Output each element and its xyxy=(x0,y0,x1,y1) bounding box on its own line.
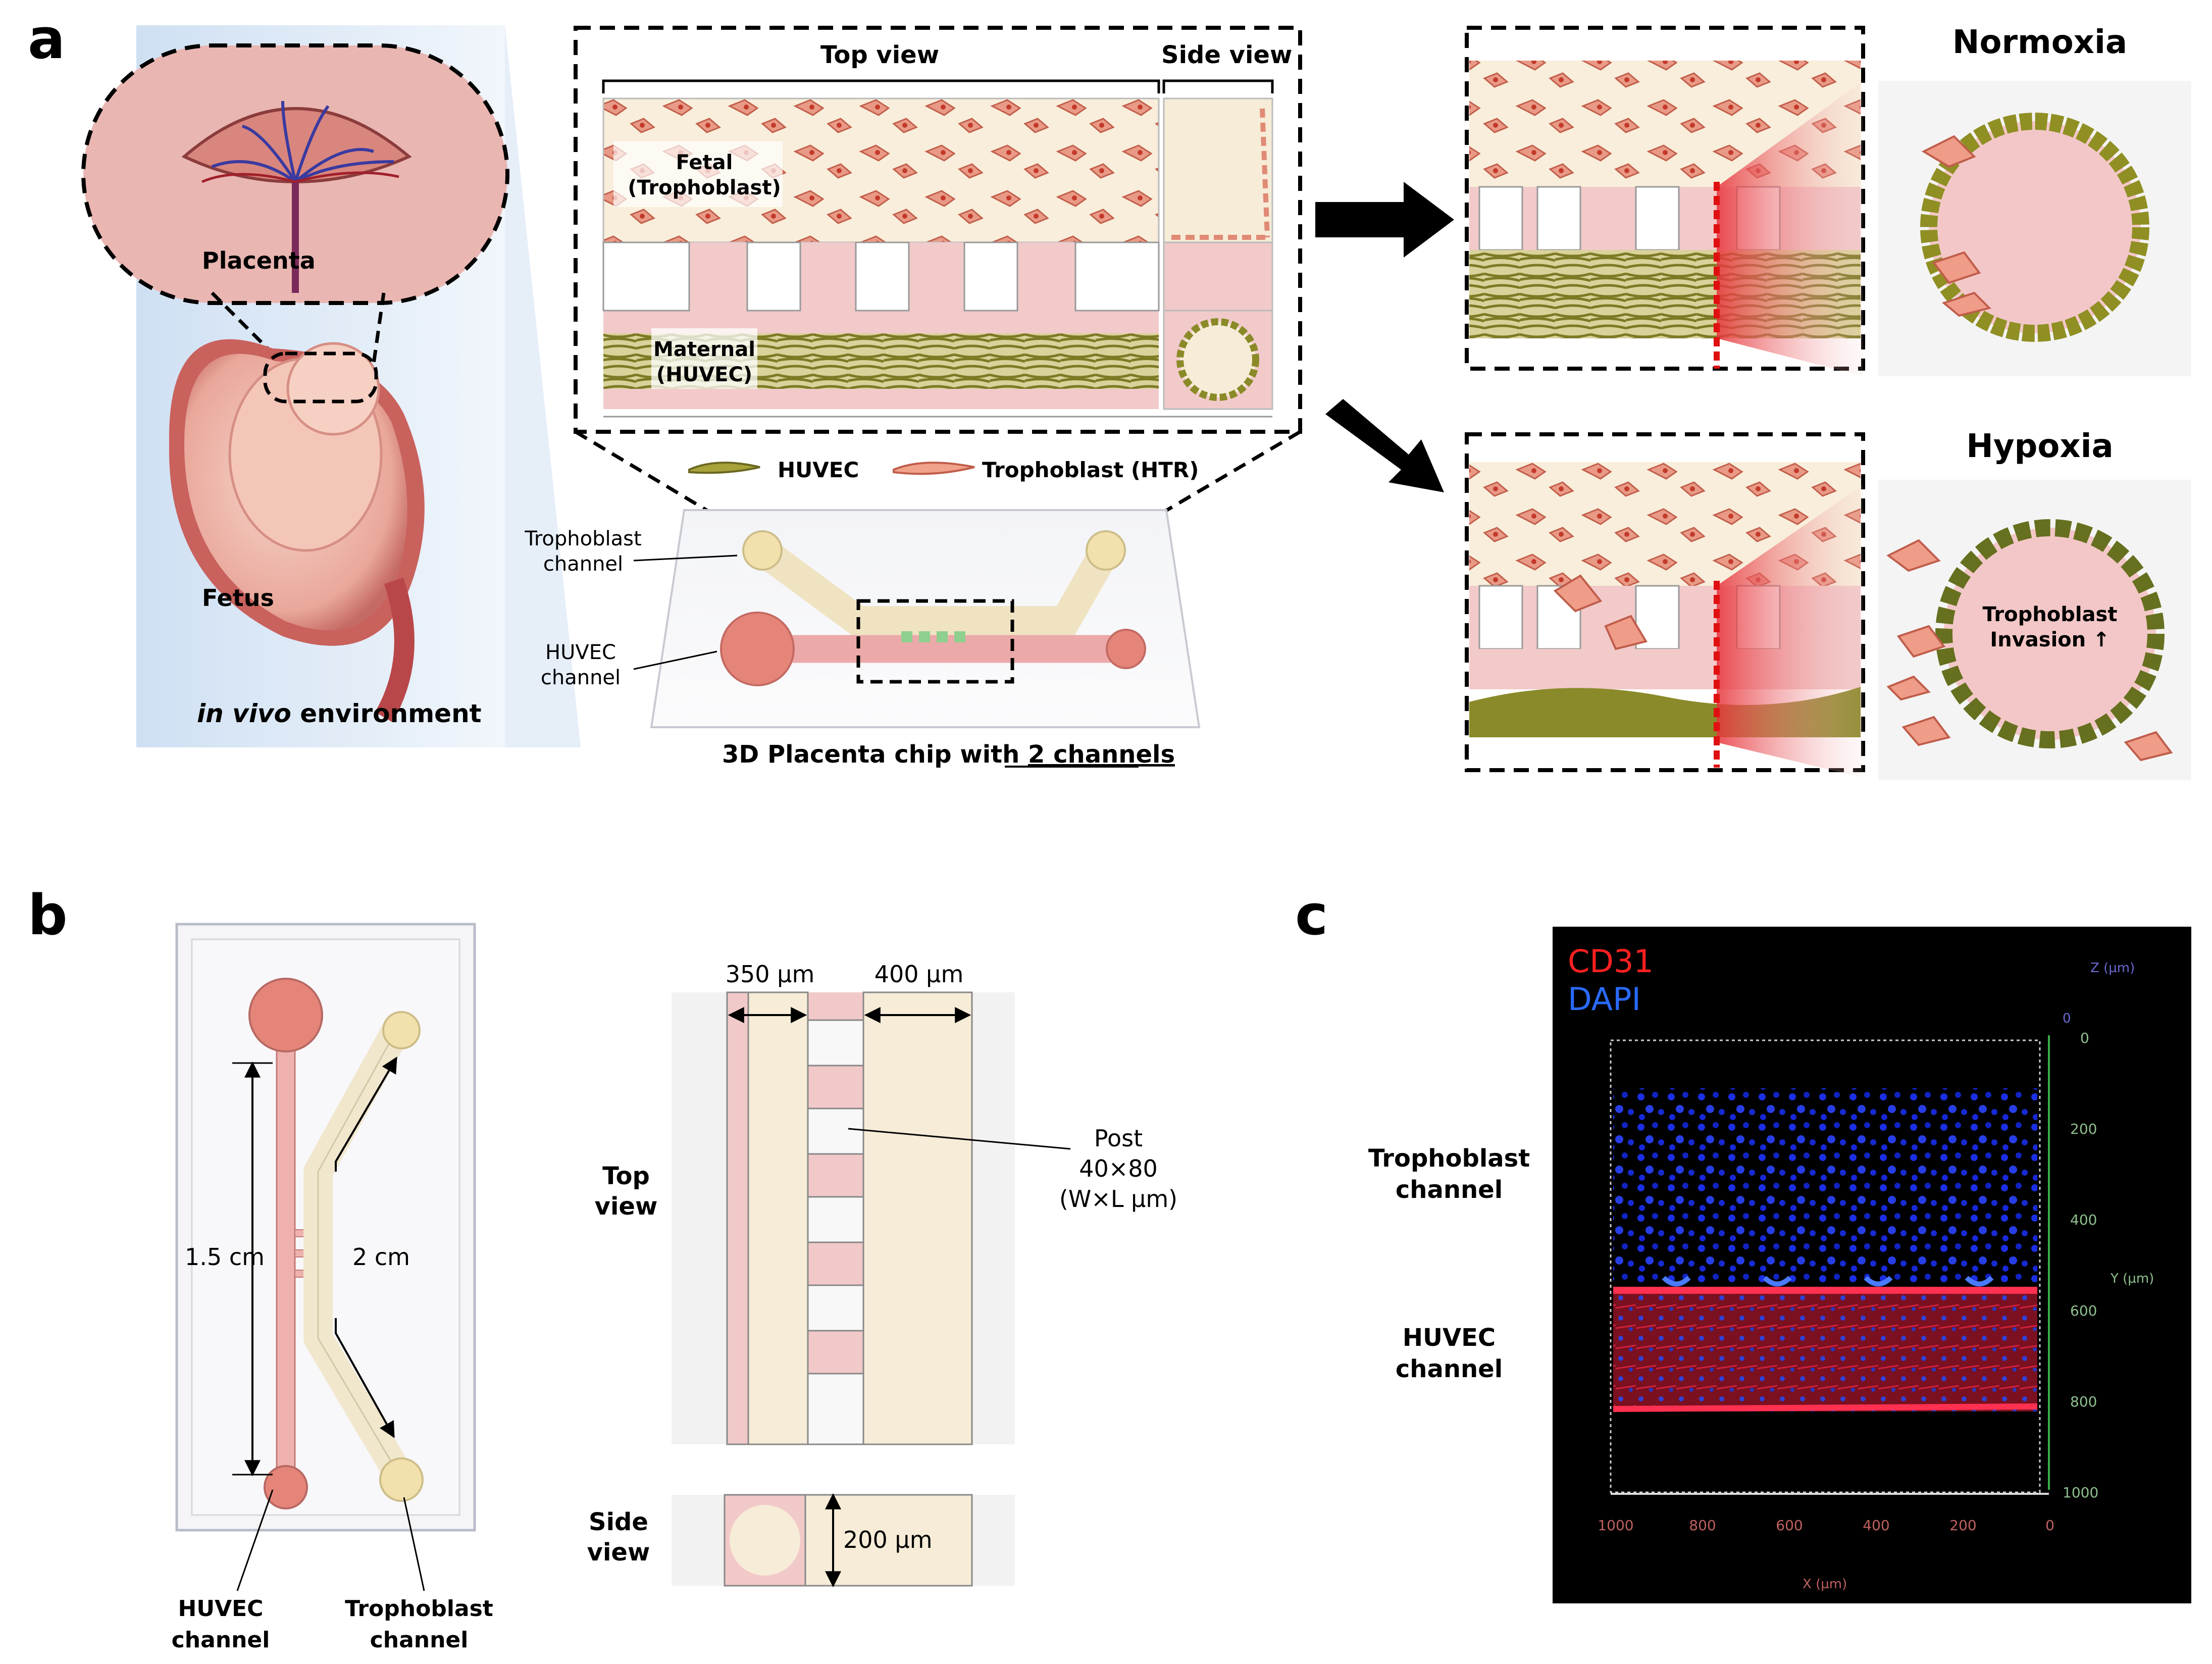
side-view-detail xyxy=(672,1493,1015,1588)
width-350: 350 µm xyxy=(726,961,815,988)
x-tick-200: 200 xyxy=(1949,1517,1976,1534)
dapi-legend: DAPI xyxy=(1568,981,1641,1018)
trophoblast-channel-label-1: Trophoblast xyxy=(524,527,641,550)
b-top-view-1: Top xyxy=(602,1162,650,1190)
b-huvec-channel-1: HUVEC xyxy=(178,1596,264,1622)
y-tick-600: 600 xyxy=(2070,1302,2097,1319)
post-label-1: Post xyxy=(1094,1125,1143,1152)
width-400: 400 µm xyxy=(874,961,964,988)
y-tick-400: 400 xyxy=(2070,1212,2097,1228)
length-15cm: 1.5 cm xyxy=(185,1243,265,1271)
c-huvec-channel-1: HUVEC xyxy=(1403,1324,1496,1352)
c-huvec-channel-2: channel xyxy=(1396,1355,1503,1383)
trophoblast-channel-label-2: channel xyxy=(543,552,623,576)
fetus-label: Fetus xyxy=(202,584,274,612)
y-tick-0: 0 xyxy=(2080,1030,2089,1046)
x-axis-label: X (µm) xyxy=(1803,1577,1847,1592)
length-2cm: 2 cm xyxy=(352,1243,410,1271)
hypoxia-panel xyxy=(1465,432,2191,780)
chip-zoom-view: Top view Side view Fetal (Trophoblast) M… xyxy=(574,26,1302,434)
cd31-legend: CD31 xyxy=(1568,943,1654,980)
top-view-label: Top view xyxy=(820,41,939,69)
x-tick-0: 0 xyxy=(2045,1517,2054,1534)
invasion-label-1: Trophoblast xyxy=(1983,603,2118,626)
b-side-view-1: Side xyxy=(589,1508,648,1536)
invasion-label-2: Invasion ↑ xyxy=(1990,628,2110,651)
panel-label-c: c xyxy=(1295,883,1328,947)
z-axis-label: Z (µm) xyxy=(2090,961,2135,976)
chip-dimensions xyxy=(175,923,476,1591)
post-label-3: (W×L µm) xyxy=(1059,1185,1177,1213)
side-view-label: Side view xyxy=(1161,41,1292,69)
normoxia-title: Normoxia xyxy=(1952,24,2127,61)
x-tick-1000: 1000 xyxy=(1598,1517,1633,1534)
panel-label-b: b xyxy=(28,883,68,947)
c-trophoblast-channel-2: channel xyxy=(1396,1176,1503,1204)
b-huvec-channel-2: channel xyxy=(172,1627,270,1653)
height-200: 200 µm xyxy=(843,1526,933,1553)
maternal-label: Maternal xyxy=(653,338,755,361)
top-view-detail xyxy=(672,991,1071,1445)
y-tick-200: 200 xyxy=(2070,1121,2097,1137)
in-vivo-panel: Placenta Fetus in vivo environment xyxy=(81,25,581,747)
fetal-label: Fetal xyxy=(676,151,733,174)
chip-caption-prefix: 3D Placenta chip with xyxy=(722,740,1028,769)
b-top-view-2: view xyxy=(595,1192,658,1221)
b-trophoblast-channel-2: channel xyxy=(370,1627,469,1653)
post-label-2: 40×80 xyxy=(1079,1155,1158,1182)
confocal-image xyxy=(1553,927,2191,1603)
legend-troph-label: Trophoblast (HTR) xyxy=(982,458,1199,482)
arrow-to-hypoxia xyxy=(1325,399,1444,492)
maternal-sub-label: (HUVEC) xyxy=(656,363,752,386)
c-trophoblast-channel-1: Trophoblast xyxy=(1368,1144,1530,1173)
fetal-sub-label: (Trophoblast) xyxy=(628,176,781,199)
normoxia-panel xyxy=(1465,26,2191,376)
y-tick-1000: 1000 xyxy=(2063,1484,2098,1501)
environment-text: environment xyxy=(291,699,482,728)
x-tick-800: 800 xyxy=(1689,1517,1716,1534)
placenta-chip xyxy=(633,509,1201,728)
arrow-to-normoxia xyxy=(1315,182,1454,258)
b-side-view-2: view xyxy=(587,1538,650,1567)
placenta-zoom xyxy=(81,43,509,305)
huvec-channel-label-1: HUVEC xyxy=(545,641,616,664)
panel-label-a: a xyxy=(28,7,65,71)
legend-huvec-label: HUVEC xyxy=(778,458,859,482)
b-trophoblast-channel-1: Trophoblast xyxy=(345,1596,493,1622)
z-tick-0: 0 xyxy=(2063,1011,2071,1026)
in-vivo-caption: in vivo environment xyxy=(197,699,482,728)
huvec-channel-label-2: channel xyxy=(541,666,621,689)
placenta-label: Placenta xyxy=(202,247,316,274)
hypoxia-title: Hypoxia xyxy=(1966,428,2113,465)
chip-caption: 3D Placenta chip with 2 channels xyxy=(722,740,1175,769)
cell-legend: HUVEC Trophoblast (HTR) xyxy=(688,458,1199,482)
x-tick-400: 400 xyxy=(1863,1517,1889,1534)
fetus-illustration xyxy=(169,339,425,723)
x-tick-600: 600 xyxy=(1776,1517,1803,1534)
y-axis-label: Y (µm) xyxy=(2110,1271,2154,1286)
chip-caption-underlined: 2 channels xyxy=(1028,740,1175,769)
y-tick-800: 800 xyxy=(2070,1393,2097,1410)
in-vivo-italic: in vivo xyxy=(197,699,291,728)
